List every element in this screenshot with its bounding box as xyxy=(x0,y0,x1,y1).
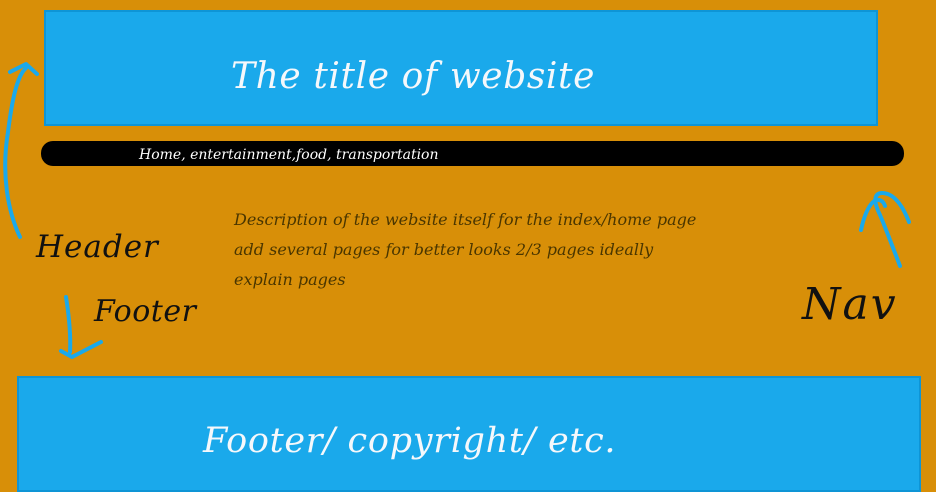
nav-annotation-label: Nav xyxy=(802,279,898,330)
footer-text: Footer/ copyright/ etc. xyxy=(203,421,617,461)
header-box: The title of website xyxy=(44,10,878,126)
website-title: The title of website xyxy=(231,56,596,97)
description-block: Description of the website itself for th… xyxy=(234,205,754,295)
footer-box: Footer/ copyright/ etc. xyxy=(17,376,921,492)
description-line-2: add several pages for better looks 2/3 p… xyxy=(234,240,654,259)
description-line-3: explain pages xyxy=(234,270,346,289)
nav-bar: Home, entertainment,food, transportation xyxy=(41,141,904,166)
arrow-down-icon xyxy=(59,295,103,359)
nav-text: Home, entertainment,food, transportation xyxy=(139,147,439,163)
header-annotation-label: Header xyxy=(36,229,159,265)
description-line-1: Description of the website itself for th… xyxy=(234,210,697,229)
footer-annotation-label: Footer xyxy=(94,294,197,329)
arrow-up-curved-icon xyxy=(3,62,39,239)
arrow-curved-up-icon xyxy=(859,191,911,268)
